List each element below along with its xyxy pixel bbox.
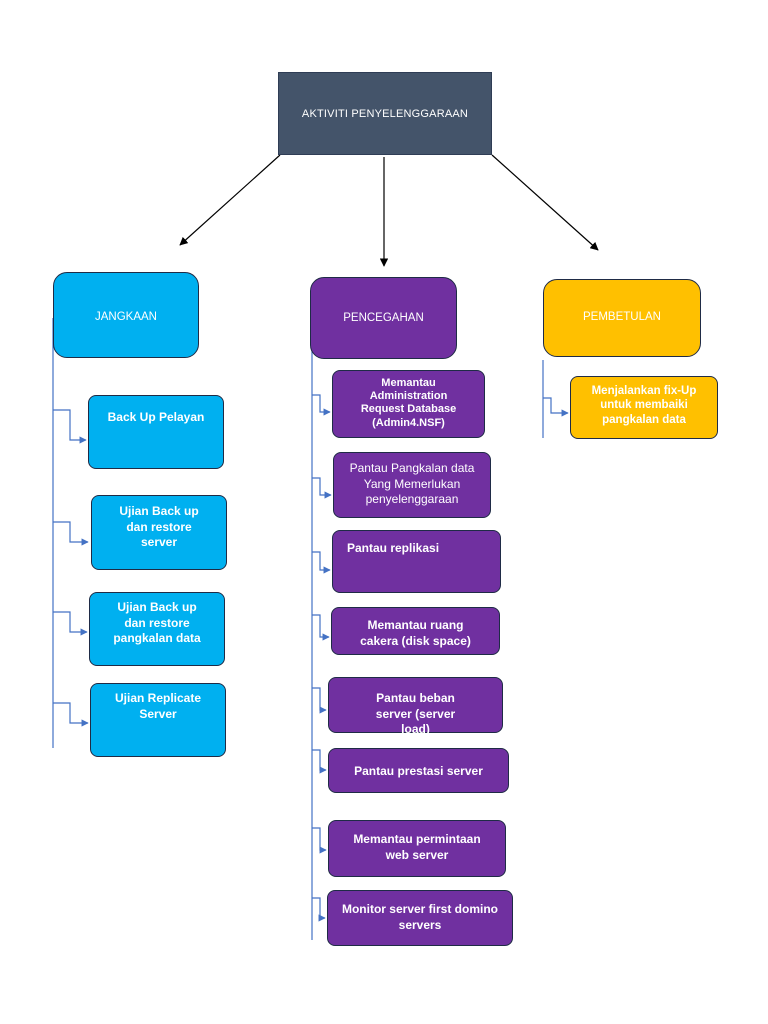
pencegahan-item: Monitor server first domino servers [327,890,513,946]
jangkaan-item: Ujian Replicate Server [90,683,226,757]
jangkaan-item: Ujian Back up dan restore server [91,495,227,570]
pembetulan-item: Menjalankan fix-Up untuk membaiki pangka… [570,376,718,439]
arrow-to-jangkaan [179,154,281,246]
pencegahan-item: Pantau beban server (server load) [328,677,503,736]
title-text: AKTIVITI PENYELENGGARAAN [301,107,469,120]
pencegahan-item: Memantau permintaan web server [328,820,506,877]
pencegahan-item: Memantau Administration Request Database… [332,370,485,438]
pencegahan-header: PENCEGAHAN [310,277,457,359]
jangkaan-label: JANGKAAN [95,311,157,323]
pencegahan-item: Memantau ruang cakera (disk space) [331,607,500,655]
pencegahan-item: Pantau replikasi [332,530,501,593]
jangkaan-header: JANGKAAN [53,272,199,358]
pembetulan-connectors [542,360,569,438]
pencegahan-item: Pantau prestasi server [328,748,509,793]
title-box: AKTIVITI PENYELENGGARAAN [278,72,492,155]
pembetulan-label: PEMBETULAN [583,311,661,323]
pencegahan-label: PENCEGAHAN [343,312,424,324]
jangkaan-connectors [52,318,89,748]
jangkaan-item: Ujian Back up dan restore pangkalan data [89,592,225,666]
pembetulan-header: PEMBETULAN [543,279,701,357]
pencegahan-item: Pantau Pangkalan data Yang Memerlukan pe… [333,452,491,518]
arrow-to-pembetulan [491,154,599,251]
pencegahan-connectors [311,320,332,940]
jangkaan-item: Back Up Pelayan [88,395,224,469]
